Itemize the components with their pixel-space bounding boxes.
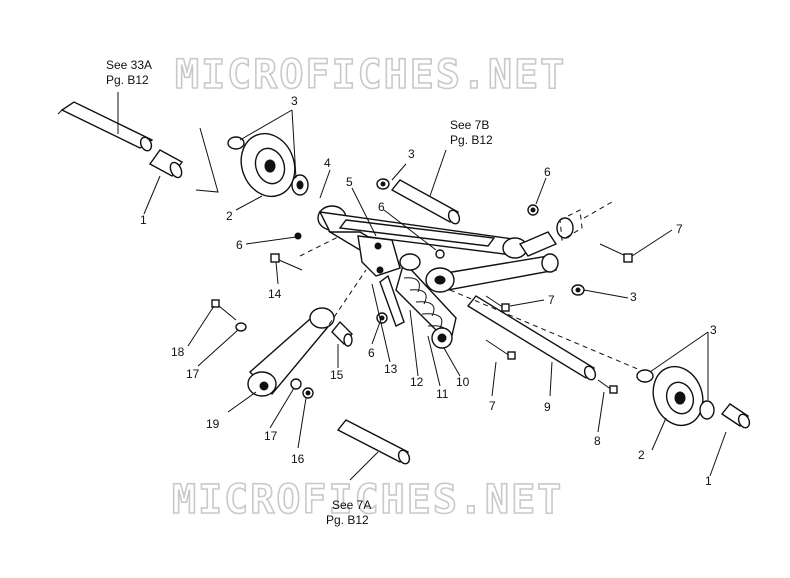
nut-6d bbox=[376, 312, 388, 324]
callout-7-lower: 7 bbox=[489, 399, 496, 413]
callout-9: 9 bbox=[544, 400, 551, 414]
washer-3-right bbox=[571, 284, 585, 296]
link-plate bbox=[247, 307, 335, 397]
reference-7b-line1: See 7B bbox=[450, 118, 489, 132]
watermark-bottom: MICROFICHES.NET bbox=[172, 477, 563, 523]
callout-2-left: 2 bbox=[226, 209, 233, 223]
callout-17-lower: 17 bbox=[264, 429, 278, 443]
bolt-7-lower bbox=[485, 339, 516, 360]
rail-shaft-upper-left bbox=[57, 101, 154, 152]
nut-6b bbox=[527, 204, 539, 216]
callout-2-right: 2 bbox=[638, 448, 645, 462]
callout-6-upper-right: 6 bbox=[544, 165, 551, 179]
shock-spring bbox=[395, 253, 457, 349]
shaft-lower-left bbox=[336, 419, 411, 465]
nut-6a bbox=[294, 232, 302, 240]
nut-6c bbox=[435, 249, 445, 259]
reference-7a-line2: Pg. B12 bbox=[326, 513, 369, 527]
bolt-8 bbox=[597, 379, 618, 394]
reference-33a-line2: Pg. B12 bbox=[106, 73, 149, 87]
callout-11: 11 bbox=[436, 387, 449, 401]
callout-17-upper: 17 bbox=[186, 367, 200, 381]
idler-wheel-upper-left bbox=[227, 132, 309, 198]
shaft-lower bbox=[466, 295, 597, 381]
callout-3-right: 3 bbox=[630, 290, 637, 304]
watermark-top: MICROFICHES.NET bbox=[175, 52, 566, 98]
callout-3-lower-right: 3 bbox=[710, 323, 717, 337]
reference-7b-line2: Pg. B12 bbox=[450, 133, 493, 147]
callout-5: 5 bbox=[346, 175, 353, 189]
callout-10: 10 bbox=[456, 375, 470, 389]
callout-12: 12 bbox=[410, 375, 424, 389]
shock-rod-link bbox=[379, 274, 405, 327]
nut-16 bbox=[302, 387, 314, 399]
spacer-upper-left bbox=[148, 149, 184, 179]
callout-18: 18 bbox=[171, 345, 185, 359]
bolt-18 bbox=[211, 299, 237, 321]
callout-7-upper-right: 7 bbox=[676, 222, 683, 236]
callout-19: 19 bbox=[206, 417, 220, 431]
callout-8: 8 bbox=[594, 434, 601, 448]
bolt-14 bbox=[270, 253, 303, 271]
rear-arm bbox=[425, 253, 559, 293]
dashed-pivot-outline bbox=[559, 201, 613, 241]
spacer-lower-right bbox=[720, 403, 751, 429]
bolt-7-center bbox=[485, 295, 510, 312]
shaft-upper-center bbox=[376, 178, 461, 225]
bolt-7-upper bbox=[599, 243, 633, 263]
callout-13: 13 bbox=[384, 362, 398, 376]
reference-33a-line1: See 33A bbox=[106, 58, 152, 72]
callout-3-upper-left: 3 bbox=[291, 94, 298, 108]
callout-6-center: 6 bbox=[378, 200, 385, 214]
callout-1-right: 1 bbox=[705, 474, 712, 488]
callout-7-center: 7 bbox=[548, 293, 555, 307]
leader-lines bbox=[117, 92, 727, 481]
reference-7a-line1: See 7A bbox=[332, 498, 371, 512]
callout-15: 15 bbox=[330, 368, 344, 382]
mounting-bracket bbox=[357, 235, 401, 277]
callout-4: 4 bbox=[324, 156, 331, 170]
callout-1-left: 1 bbox=[140, 213, 147, 227]
washer-17-lower bbox=[290, 378, 302, 390]
idler-wheel-lower-right bbox=[636, 365, 715, 427]
callout-6-lower: 6 bbox=[368, 346, 375, 360]
callout-14: 14 bbox=[268, 287, 282, 301]
callout-3-upper-center: 3 bbox=[408, 147, 415, 161]
callout-16: 16 bbox=[291, 452, 305, 466]
bushing-15 bbox=[331, 320, 353, 347]
washer-17-upper bbox=[235, 322, 247, 332]
callout-6-left: 6 bbox=[236, 238, 243, 252]
